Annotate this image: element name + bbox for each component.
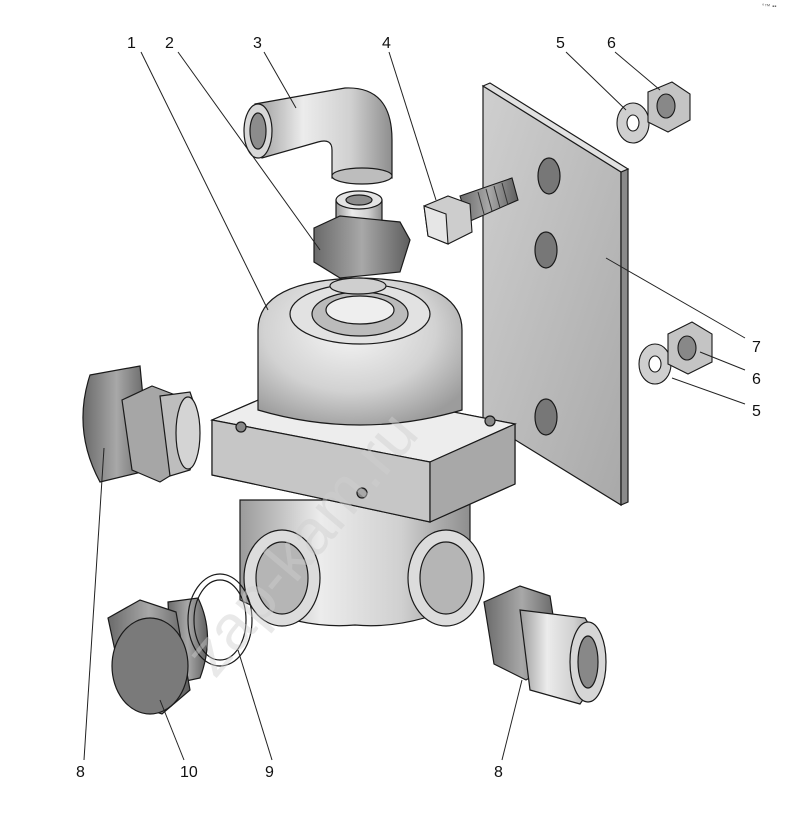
callout-5-lower: 5 <box>752 403 761 420</box>
callout-2: 2 <box>165 35 174 52</box>
callout-8-right: 8 <box>494 764 503 781</box>
callout-5-upper: 5 <box>556 35 565 52</box>
bolt <box>423 177 519 245</box>
elbow-fitting <box>243 87 393 185</box>
callout-labels: 1 2 3 4 5 6 7 6 5 8 10 9 8 <box>76 35 761 781</box>
corner-mark: °™ ▪▪ <box>762 3 776 10</box>
plug <box>107 597 209 715</box>
callout-9: 9 <box>265 764 274 781</box>
callout-6-upper: 6 <box>607 35 616 52</box>
callout-4: 4 <box>382 35 391 52</box>
callout-7: 7 <box>752 339 761 356</box>
mounting-plate <box>481 82 630 507</box>
callout-8-left: 8 <box>76 764 85 781</box>
union-nut <box>313 190 411 295</box>
valve-body <box>209 277 517 627</box>
callout-3: 3 <box>253 35 262 52</box>
fitting-right <box>483 585 607 705</box>
leader-lines <box>83 51 746 761</box>
callout-10: 10 <box>180 764 198 781</box>
callout-1: 1 <box>127 35 136 52</box>
nut-washer-lower <box>638 321 713 385</box>
callout-6-lower: 6 <box>752 371 761 388</box>
sealing-ring <box>187 573 253 667</box>
fitting-left <box>82 365 201 483</box>
nut-washer-upper <box>616 81 691 144</box>
